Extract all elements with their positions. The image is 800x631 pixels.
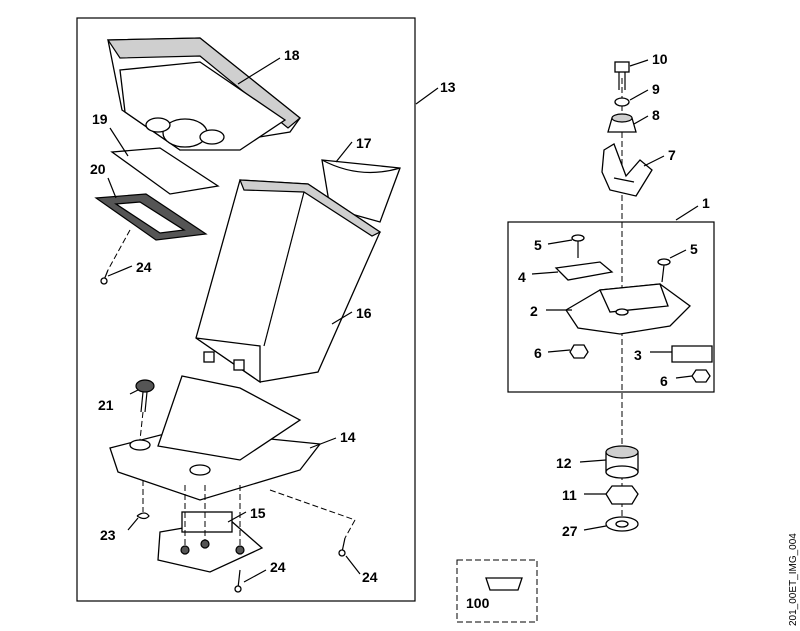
part-7-bracket bbox=[601, 143, 653, 197]
callout-5-right: 5 bbox=[690, 241, 698, 257]
callout-6-right: 6 bbox=[660, 373, 668, 389]
part-5-screw-left bbox=[571, 234, 585, 258]
callout-18: 18 bbox=[284, 47, 300, 63]
part-19-plate bbox=[110, 147, 220, 195]
callout-6-left: 6 bbox=[534, 345, 542, 361]
part-16-bracket bbox=[157, 485, 264, 573]
callout-24-bottom: 24 bbox=[270, 559, 286, 575]
part-24-screw-top bbox=[100, 229, 131, 285]
callout-27: 27 bbox=[562, 523, 578, 539]
callout-12: 12 bbox=[556, 455, 572, 471]
part-100-sticker bbox=[485, 577, 523, 591]
callout-16: 15 bbox=[250, 505, 266, 521]
callout-15: 16 bbox=[356, 305, 372, 321]
callout-7: 7 bbox=[668, 147, 676, 163]
part-11-nut bbox=[605, 485, 639, 505]
part-23-clip bbox=[136, 512, 150, 520]
part-12-damper bbox=[605, 445, 639, 479]
part-24-screw-bottom bbox=[234, 569, 242, 593]
group-100-frame bbox=[456, 559, 538, 623]
callout-24-top: 24 bbox=[136, 259, 152, 275]
callout-1: 1 bbox=[702, 195, 710, 211]
callout-14: 14 bbox=[340, 429, 356, 445]
callout-23: 23 bbox=[100, 527, 116, 543]
image-reference-code: 201_00ET_IMG_004 bbox=[788, 533, 799, 626]
group-1-frame bbox=[507, 221, 715, 393]
callout-20: 20 bbox=[90, 161, 106, 177]
leader-lines bbox=[107, 57, 699, 583]
part-24-screw-right bbox=[269, 489, 356, 557]
part-9-washer bbox=[614, 97, 630, 107]
callout-9: 9 bbox=[652, 81, 660, 97]
callout-3: 4 bbox=[518, 269, 526, 285]
part-21-knob bbox=[135, 379, 155, 441]
part-2-baseplate bbox=[565, 283, 691, 335]
callout-24-right: 24 bbox=[362, 569, 378, 585]
part-3-plate bbox=[554, 261, 614, 281]
part-15-chute bbox=[195, 179, 382, 384]
callout-10: 10 bbox=[652, 51, 668, 67]
callout-5-left: 5 bbox=[534, 237, 542, 253]
part-18-housing bbox=[106, 37, 301, 151]
callout-11: 11 bbox=[562, 487, 577, 503]
part-14-base bbox=[109, 375, 322, 501]
callout-17: 17 bbox=[356, 135, 372, 151]
callout-2: 2 bbox=[530, 303, 538, 319]
group-13-frame bbox=[76, 17, 416, 602]
callout-4: 3 bbox=[634, 347, 642, 363]
part-10-bolt bbox=[614, 61, 630, 90]
part-8-bushing bbox=[607, 113, 637, 133]
callout-21: 21 bbox=[98, 397, 114, 413]
part-4-block bbox=[671, 345, 713, 363]
callout-8: 8 bbox=[652, 107, 660, 123]
part-27-washer bbox=[605, 516, 639, 532]
callout-13: 13 bbox=[440, 79, 456, 95]
part-5-screw-right bbox=[657, 258, 671, 283]
part-6-nut-left bbox=[569, 344, 589, 359]
callout-19: 19 bbox=[92, 111, 108, 127]
part-6-nut-right bbox=[691, 369, 711, 383]
callout-100: 100 bbox=[466, 595, 490, 611]
